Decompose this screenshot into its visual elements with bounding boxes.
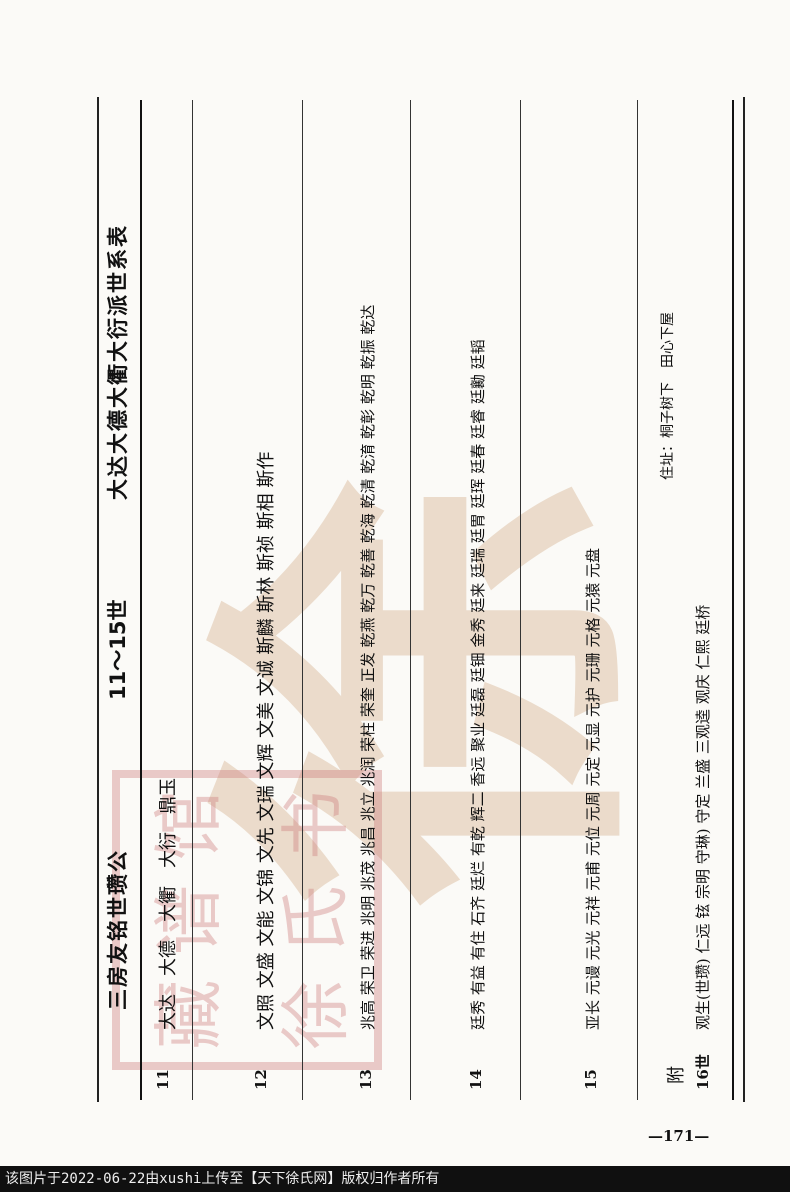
- page-number: —171—: [648, 1127, 710, 1145]
- appendix-row: 观生(世瓒) 仁远 铉 宗明 守琳) 守定 兰盛 三观逵 观庆 仁熙 廷桥: [694, 604, 712, 1030]
- gen-row-11: 大达 大德 大衢 大衍 鼎玉: [158, 778, 179, 1030]
- gen-row-13: 兆高 荣卫 荣进 兆明 兆茂 兆昌 兆立 兆润 荣柱 荣奎 正发 乾燕 乾万 乾…: [359, 304, 377, 1030]
- gen-row-12: 文照 文盛 文能 文锦 文先 文瑞 文辉 文美 文诚 斯麟 斯林 斯祯 斯相 斯…: [256, 451, 277, 1030]
- rotated-content: 徐 藏 谱 馆 徐 氏 书 三房友铭世瓒公 11～15世 大达大德大衢大衍派世系…: [92, 100, 742, 1100]
- row-rule: [302, 100, 303, 1100]
- footer-rule: [732, 100, 734, 1100]
- gen-label-13: 13: [357, 1069, 375, 1090]
- row-rule: [637, 100, 638, 1100]
- page-title-generations: 11～15世: [106, 599, 130, 700]
- header-rule: [140, 100, 142, 1100]
- gen-label-15: 15: [582, 1069, 600, 1090]
- gen-label-16: 16世: [694, 1054, 712, 1090]
- gen-label-14: 14: [467, 1069, 485, 1090]
- upload-footer: 该图片于2022-06-22由xushi上传至【天下徐氏网】版权归作者所有: [0, 1166, 790, 1192]
- row-rule: [192, 100, 193, 1100]
- gen-row-14: 廷秀 有益 有住 石齐 廷烂 有乾 辉二 香远 聚业 廷磊 廷钿 金秀 廷来 廷…: [469, 339, 487, 1030]
- page-border: [97, 97, 745, 1102]
- gen-row-15: 亚长 元谩 元光 元祥 元甫 元位 元周 元定 元显 元护 元珊 元格 元猿 元…: [584, 548, 602, 1030]
- row-rule: [520, 100, 521, 1100]
- page-title-right: 大达大德大衢大衍派世系表: [106, 224, 130, 500]
- address: 住址：桐子树下 田心下屋: [660, 312, 676, 480]
- seal-stamp: 藏 谱 馆 徐 氏 书: [112, 770, 382, 1070]
- gen-label-11: 11: [154, 1069, 172, 1090]
- row-rule: [410, 100, 411, 1100]
- gen-label-12: 12: [252, 1069, 270, 1090]
- appendix-label: 附: [666, 1066, 687, 1084]
- page-title-left: 三房友铭世瓒公: [106, 849, 130, 1010]
